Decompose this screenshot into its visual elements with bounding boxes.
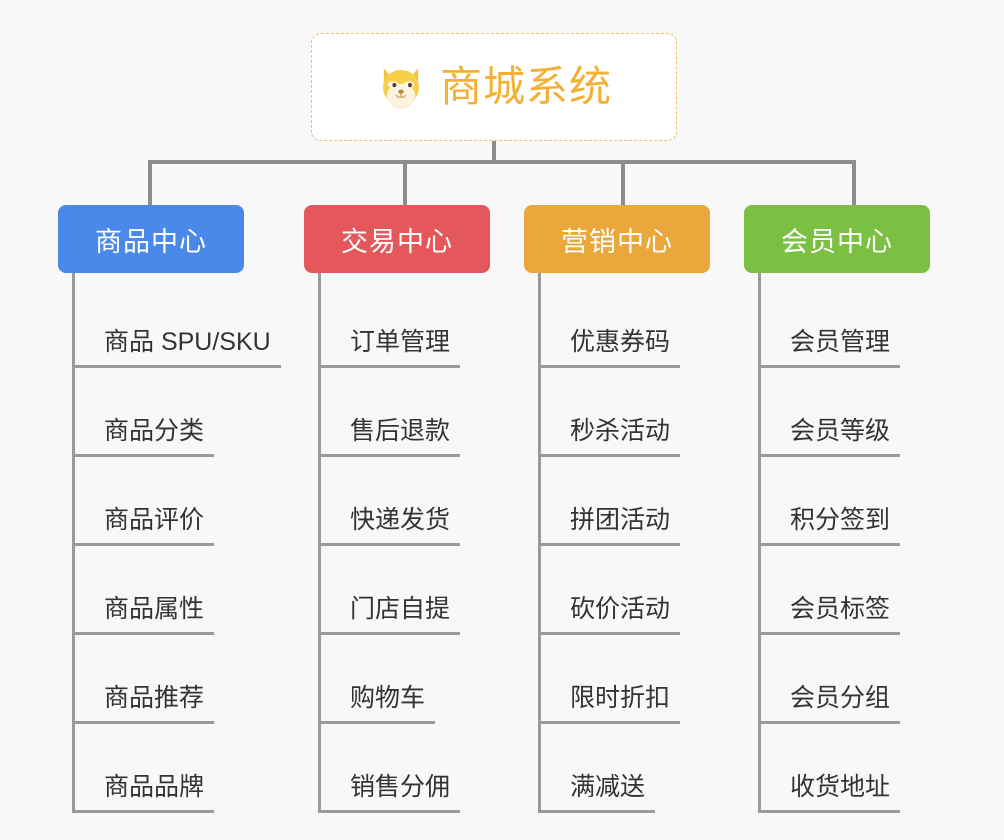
list-item[interactable]: 商品 SPU/SKU bbox=[58, 279, 294, 368]
leaf-label: 会员分组 bbox=[790, 684, 891, 712]
leaf-label: 售后退款 bbox=[350, 417, 451, 445]
list-item[interactable]: 收货地址 bbox=[718, 724, 954, 813]
category-label: 会员中心 bbox=[781, 226, 893, 257]
connector-drop-营销中心 bbox=[621, 163, 625, 207]
leaf-label: 会员等级 bbox=[790, 417, 891, 445]
list-item[interactable]: 会员标签 bbox=[718, 546, 954, 635]
list-item[interactable]: 会员分组 bbox=[718, 635, 954, 724]
category-label: 营销中心 bbox=[561, 226, 673, 257]
list-item[interactable]: 商品推荐 bbox=[58, 635, 294, 724]
leaf-list-营销中心: 优惠券码 秒杀活动 拼团活动 砍价活动 限时折扣 满减送 bbox=[498, 273, 734, 813]
list-item[interactable]: 商品属性 bbox=[58, 546, 294, 635]
branch-column-营销中心: 营销中心 优惠券码 秒杀活动 拼团活动 砍价活动 限时折扣 满减送 bbox=[498, 205, 734, 813]
list-item[interactable]: 秒杀活动 bbox=[498, 368, 734, 457]
connector-drop-交易中心 bbox=[403, 163, 407, 207]
category-header-商品中心[interactable]: 商品中心 bbox=[58, 205, 244, 273]
category-header-交易中心[interactable]: 交易中心 bbox=[304, 205, 490, 273]
branch-column-商品中心: 商品中心 商品 SPU/SKU 商品分类 商品评价 商品属性 商品推荐 商品品牌 bbox=[58, 205, 294, 813]
list-item[interactable]: 限时折扣 bbox=[498, 635, 734, 724]
connector-drop-会员中心 bbox=[852, 163, 856, 207]
list-item[interactable]: 会员等级 bbox=[718, 368, 954, 457]
leaf-label: 商品分类 bbox=[104, 417, 205, 445]
connector-horizontal-bus bbox=[148, 160, 856, 164]
list-item[interactable]: 售后退款 bbox=[278, 368, 514, 457]
list-item[interactable]: 快递发货 bbox=[278, 457, 514, 546]
leaf-spine bbox=[538, 273, 541, 810]
list-item[interactable]: 订单管理 bbox=[278, 279, 514, 368]
leaf-label: 会员管理 bbox=[790, 328, 891, 356]
leaf-label: 优惠券码 bbox=[570, 328, 671, 356]
leaf-label: 满减送 bbox=[570, 773, 646, 801]
leaf-label: 砍价活动 bbox=[570, 595, 671, 623]
list-item[interactable]: 商品品牌 bbox=[58, 724, 294, 813]
leaf-label: 商品品牌 bbox=[104, 773, 205, 801]
branch-column-会员中心: 会员中心 会员管理 会员等级 积分签到 会员标签 会员分组 收货地址 bbox=[718, 205, 954, 813]
category-header-会员中心[interactable]: 会员中心 bbox=[744, 205, 930, 273]
leaf-label: 快递发货 bbox=[350, 506, 451, 534]
list-item[interactable]: 会员管理 bbox=[718, 279, 954, 368]
root-title: 商城系统 bbox=[439, 63, 612, 110]
connector-root-stem bbox=[492, 141, 496, 163]
leaf-spine bbox=[758, 273, 761, 810]
shiba-dog-face-icon bbox=[383, 68, 419, 109]
leaf-label: 购物车 bbox=[350, 684, 426, 712]
list-item[interactable]: 门店自提 bbox=[278, 546, 514, 635]
leaf-label: 拼团活动 bbox=[570, 506, 671, 534]
leaf-list-商品中心: 商品 SPU/SKU 商品分类 商品评价 商品属性 商品推荐 商品品牌 bbox=[58, 273, 294, 813]
list-item[interactable]: 购物车 bbox=[278, 635, 514, 724]
branch-column-交易中心: 交易中心 订单管理 售后退款 快递发货 门店自提 购物车 销售分佣 bbox=[278, 205, 514, 813]
leaf-label: 商品推荐 bbox=[104, 684, 205, 712]
leaf-label: 订单管理 bbox=[350, 328, 451, 356]
leaf-spine bbox=[72, 273, 75, 810]
list-item[interactable]: 拼团活动 bbox=[498, 457, 734, 546]
category-label: 商品中心 bbox=[95, 226, 207, 257]
leaf-label: 商品评价 bbox=[104, 506, 205, 534]
category-label: 交易中心 bbox=[341, 226, 453, 257]
connector-drop-商品中心 bbox=[148, 163, 152, 207]
list-item[interactable]: 商品分类 bbox=[58, 368, 294, 457]
leaf-spine bbox=[318, 273, 321, 810]
leaf-label: 积分签到 bbox=[790, 506, 891, 534]
leaf-list-会员中心: 会员管理 会员等级 积分签到 会员标签 会员分组 收货地址 bbox=[718, 273, 954, 813]
leaf-label: 收货地址 bbox=[790, 773, 891, 801]
list-item[interactable]: 销售分佣 bbox=[278, 724, 514, 813]
list-item[interactable]: 砍价活动 bbox=[498, 546, 734, 635]
leaf-label: 销售分佣 bbox=[350, 773, 451, 801]
leaf-list-交易中心: 订单管理 售后退款 快递发货 门店自提 购物车 销售分佣 bbox=[278, 273, 514, 813]
leaf-label: 限时折扣 bbox=[570, 684, 671, 712]
list-item[interactable]: 积分签到 bbox=[718, 457, 954, 546]
leaf-label: 会员标签 bbox=[790, 595, 891, 623]
category-header-营销中心[interactable]: 营销中心 bbox=[524, 205, 710, 273]
leaf-label: 秒杀活动 bbox=[570, 417, 671, 445]
leaf-label: 门店自提 bbox=[350, 595, 451, 623]
list-item[interactable]: 商品评价 bbox=[58, 457, 294, 546]
leaf-label: 商品属性 bbox=[104, 595, 205, 623]
root-node-商城系统[interactable]: 商城系统 bbox=[311, 33, 677, 141]
list-item[interactable]: 优惠券码 bbox=[498, 279, 734, 368]
list-item[interactable]: 满减送 bbox=[498, 724, 734, 813]
leaf-label: 商品 SPU/SKU bbox=[104, 328, 271, 356]
